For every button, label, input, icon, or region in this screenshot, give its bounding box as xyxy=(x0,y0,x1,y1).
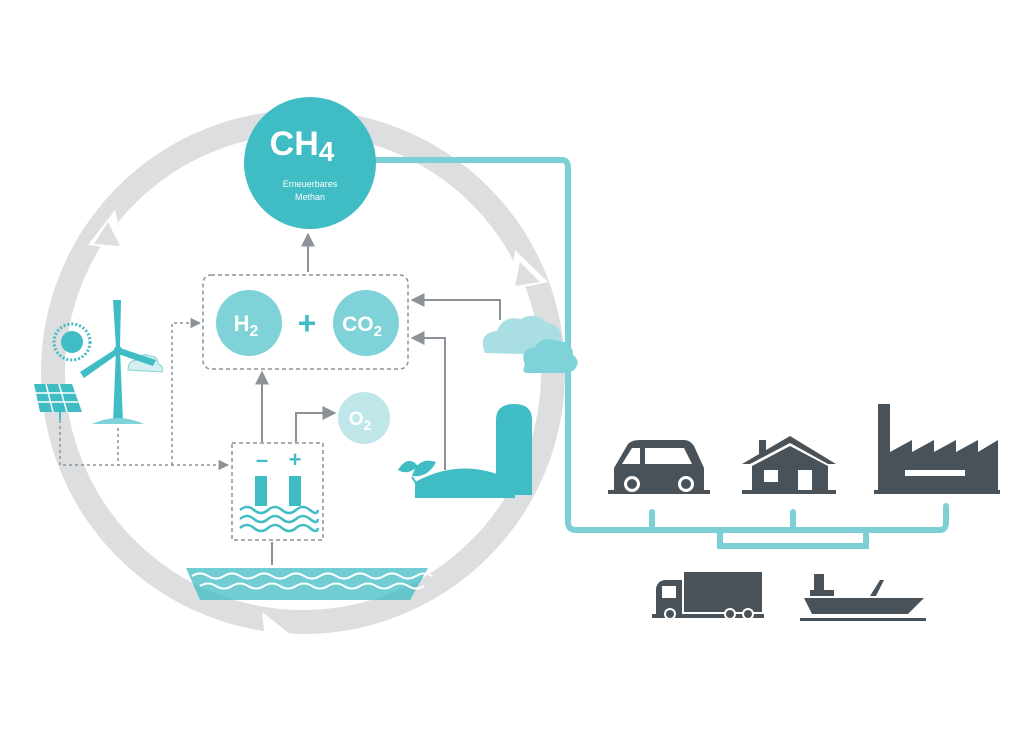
anode-icon xyxy=(289,476,301,506)
electrolyzer-water-icon xyxy=(239,505,320,533)
hydrogen-node xyxy=(216,290,282,356)
methane-node: CH4 Erneuerbares Methan xyxy=(244,97,376,229)
ring-arrow-bottom-icon xyxy=(262,612,300,642)
dashed-power-lines xyxy=(59,317,230,471)
co2-formula: CO xyxy=(342,313,374,336)
biogas-plant-icon xyxy=(398,404,532,498)
sun-icon xyxy=(52,322,92,362)
oxygen-formula: O xyxy=(349,409,364,430)
methane-subscript: 4 xyxy=(319,136,335,167)
methane-caption-line1: Erneuerbares xyxy=(283,179,338,189)
house-icon xyxy=(742,436,836,494)
plus-sign: + xyxy=(298,305,317,341)
small-cloud-icon xyxy=(127,354,163,373)
hydrogen-subscript: 2 xyxy=(249,323,258,340)
oxygen-subscript: 2 xyxy=(363,417,371,433)
sea-water-icon xyxy=(186,568,433,600)
co2-subscript: 2 xyxy=(374,323,382,340)
hydrogen-formula: H xyxy=(234,311,250,336)
oxygen-node: O2 xyxy=(338,392,390,444)
cathode-icon xyxy=(255,476,267,506)
car-icon xyxy=(608,440,710,494)
factory-icon xyxy=(874,404,1000,494)
svg-text:O2: O2 xyxy=(349,409,372,433)
ship-icon xyxy=(800,574,926,621)
methane-formula: CH xyxy=(270,125,319,163)
carbon-dioxide-node xyxy=(333,290,399,356)
methane-caption-line2: Methan xyxy=(295,192,325,202)
clouds-icon xyxy=(482,315,578,373)
wind-turbine-icon xyxy=(80,300,156,424)
electrolyzer-minus: – xyxy=(256,447,268,472)
solar-panel-icon xyxy=(34,383,82,420)
electrolyzer: – + xyxy=(231,442,324,541)
truck-icon xyxy=(652,572,764,620)
flow-arrows xyxy=(255,293,501,565)
reaction-box: H2 + CO2 xyxy=(202,274,409,370)
svg-text:H2: H2 xyxy=(234,311,259,340)
svg-text:CH4: CH4 xyxy=(270,125,335,167)
electrolyzer-plus: + xyxy=(289,447,302,472)
svg-text:CO2: CO2 xyxy=(342,313,382,340)
methane-pipeline xyxy=(373,157,949,549)
